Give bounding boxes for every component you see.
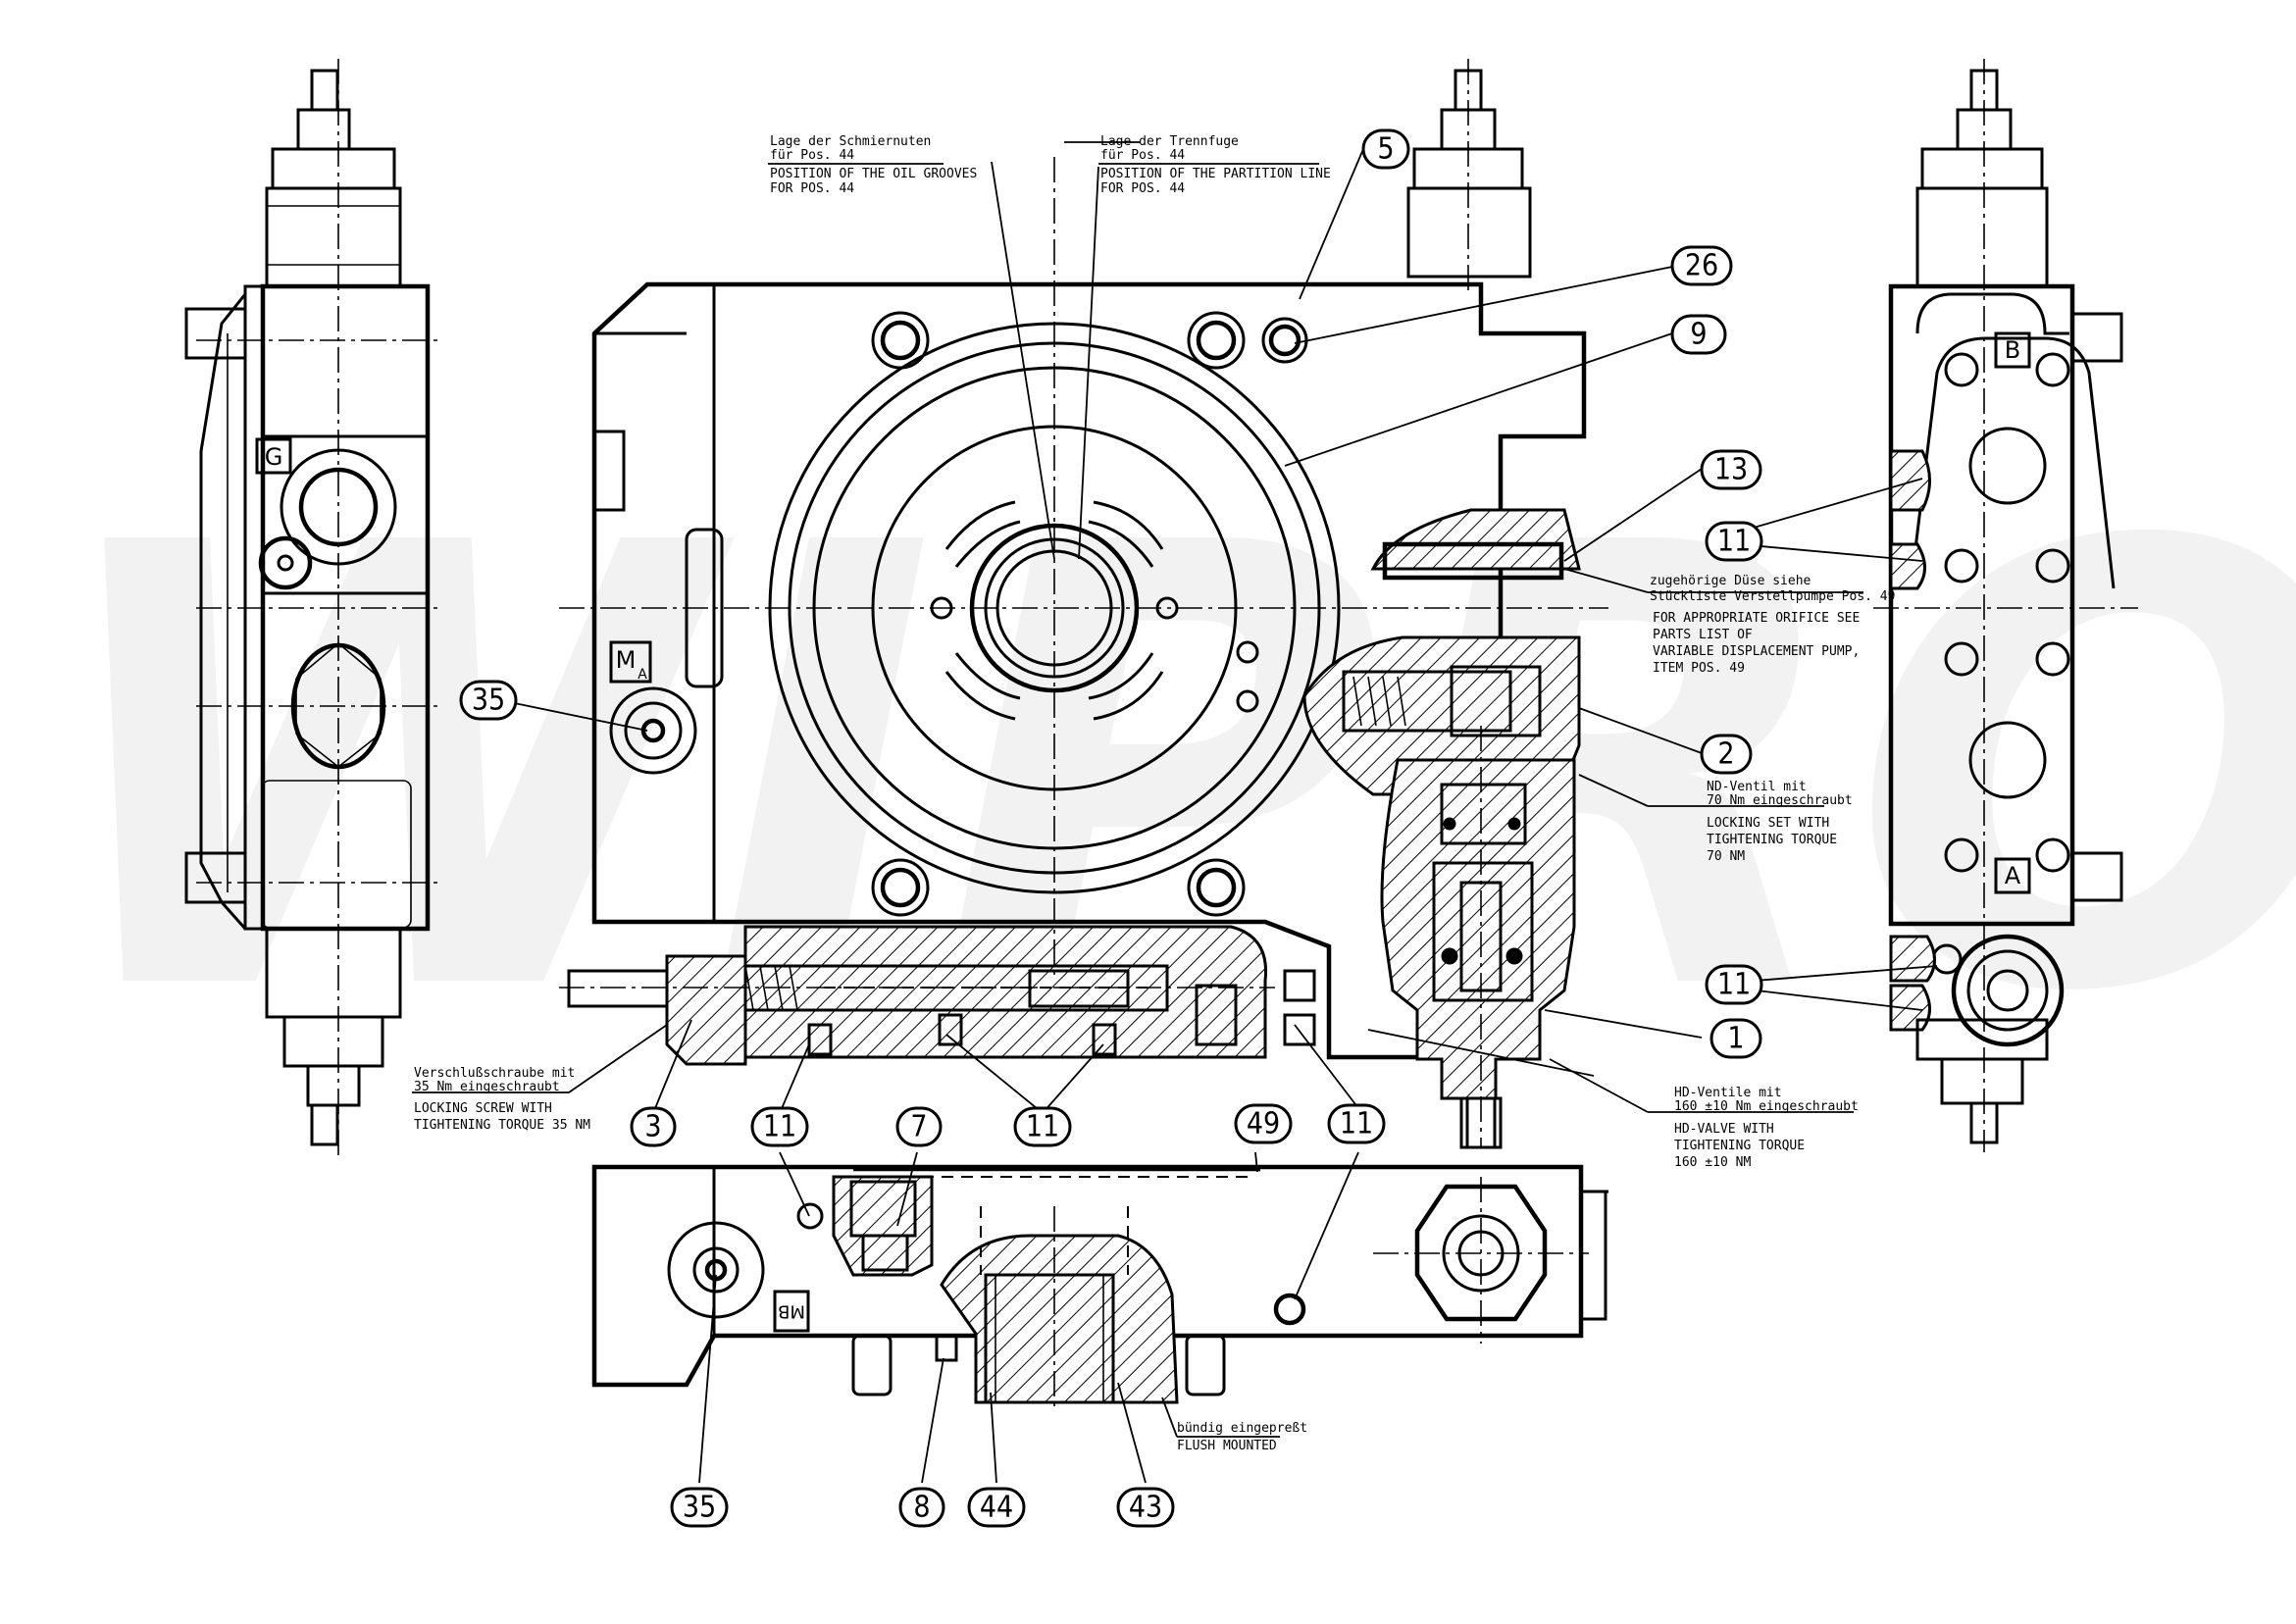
svg-text:Verschlußschraube mit: Verschlußschraube mit xyxy=(414,1066,575,1081)
svg-text:160 ±10 NM: 160 ±10 NM xyxy=(1674,1155,1751,1170)
balloon-43[interactable]: 43 xyxy=(1116,1487,1175,1528)
svg-text:PARTS LIST OF: PARTS LIST OF xyxy=(1653,628,1753,642)
front-view: M A xyxy=(559,59,1608,1149)
svg-text:70 Nm eingeschraubt: 70 Nm eingeschraubt xyxy=(1707,793,1853,808)
svg-text:5: 5 xyxy=(1377,132,1394,167)
svg-text:70 NM: 70 NM xyxy=(1707,849,1745,864)
balloon-35-top[interactable]: 35 xyxy=(459,680,518,721)
balloon-44[interactable]: 44 xyxy=(967,1487,1026,1528)
note-locking-screw: Verschlußschraube mit 35 Nm eingeschraub… xyxy=(414,1066,590,1133)
svg-text:POSITION OF THE OIL GROOVES: POSITION OF THE OIL GROOVES xyxy=(770,167,977,181)
balloons: 5 26 9 13 2 1 11 11 35 3 11 7 11 49 11 3… xyxy=(459,128,1763,1528)
svg-text:2: 2 xyxy=(1717,737,1734,772)
svg-text:zugehörige Düse siehe: zugehörige Düse siehe xyxy=(1650,574,1811,588)
port-label-ma: M xyxy=(616,646,637,674)
note-flush-mounted: bündig eingepreßt FLUSH MOUNTED xyxy=(1177,1421,1307,1453)
svg-text:Stückliste Verstellpumpe Pos.: Stückliste Verstellpumpe Pos. 49 xyxy=(1650,589,1895,604)
svg-text:11: 11 xyxy=(1026,1110,1059,1144)
note-hd-valve: HD-Ventile mit 160 ±10 Nm eingeschraubt … xyxy=(1674,1086,1859,1170)
port-label-b: B xyxy=(2005,336,2020,364)
svg-text:LOCKING SCREW WITH: LOCKING SCREW WITH xyxy=(414,1101,552,1116)
svg-text:35: 35 xyxy=(683,1491,716,1525)
port-label-g: G xyxy=(265,443,283,471)
svg-text:HD-Ventile mit: HD-Ventile mit xyxy=(1674,1086,1782,1100)
svg-text:11: 11 xyxy=(1717,525,1751,559)
left-side-view: G xyxy=(184,59,441,1157)
note-partition-line: Lage der Trennfuge für Pos. 44 POSITION … xyxy=(1098,134,1331,196)
balloon-11-right-top[interactable]: 11 xyxy=(1705,521,1763,562)
svg-text:35: 35 xyxy=(472,684,505,718)
note-nd-valve: ND-Ventil mit 70 Nm eingeschraubt LOCKIN… xyxy=(1707,780,1853,864)
svg-text:HD-VALVE WITH: HD-VALVE WITH xyxy=(1674,1122,1774,1137)
port-label-ma-sub: A xyxy=(638,667,647,683)
svg-text:bündig eingepreßt: bündig eingepreßt xyxy=(1177,1421,1307,1436)
balloon-8[interactable]: 8 xyxy=(898,1487,945,1528)
svg-text:11: 11 xyxy=(1717,968,1751,1002)
svg-text:ITEM POS. 49: ITEM POS. 49 xyxy=(1653,661,1745,676)
svg-text:160 ±10 Nm eingeschraubt: 160 ±10 Nm eingeschraubt xyxy=(1674,1099,1859,1114)
balloon-49[interactable]: 49 xyxy=(1234,1103,1293,1144)
svg-text:13: 13 xyxy=(1714,453,1748,487)
svg-text:für Pos. 44: für Pos. 44 xyxy=(1100,148,1185,163)
balloon-11-c[interactable]: 11 xyxy=(1327,1103,1386,1144)
svg-text:43: 43 xyxy=(1129,1491,1162,1525)
svg-text:Lage der Schmiernuten: Lage der Schmiernuten xyxy=(770,134,931,149)
svg-text:FOR APPROPRIATE ORIFICE SEE: FOR APPROPRIATE ORIFICE SEE xyxy=(1653,611,1860,626)
port-label-a: A xyxy=(2005,862,2021,889)
bottom-view: MB xyxy=(591,1164,1608,1412)
svg-text:26: 26 xyxy=(1685,249,1718,283)
svg-text:LOCKING SET WITH: LOCKING SET WITH xyxy=(1707,816,1829,831)
svg-text:11: 11 xyxy=(1340,1107,1373,1142)
svg-text:FOR POS. 44: FOR POS. 44 xyxy=(1100,181,1185,196)
svg-text:ND-Ventil mit: ND-Ventil mit xyxy=(1707,780,1807,794)
svg-text:1: 1 xyxy=(1727,1022,1744,1056)
svg-text:8: 8 xyxy=(913,1491,930,1525)
svg-text:49: 49 xyxy=(1247,1107,1280,1142)
balloon-26[interactable]: 26 xyxy=(1670,245,1733,286)
note-oil-grooves: Lage der Schmiernuten für Pos. 44 POSITI… xyxy=(768,134,977,196)
balloon-5[interactable]: 5 xyxy=(1361,128,1410,170)
balloon-11-b[interactable]: 11 xyxy=(1013,1106,1072,1147)
balloon-2[interactable]: 2 xyxy=(1700,734,1753,775)
balloon-13[interactable]: 13 xyxy=(1700,449,1762,490)
balloon-9[interactable]: 9 xyxy=(1670,314,1727,355)
svg-text:9: 9 xyxy=(1690,318,1707,352)
svg-text:11: 11 xyxy=(763,1110,796,1144)
balloon-11-right-bottom[interactable]: 11 xyxy=(1705,964,1763,1005)
notes: Lage der Schmiernuten für Pos. 44 POSITI… xyxy=(414,134,1895,1453)
svg-text:44: 44 xyxy=(980,1491,1013,1525)
svg-text:TIGHTENING TORQUE: TIGHTENING TORQUE xyxy=(1707,833,1837,847)
svg-text:VARIABLE DISPLACEMENT PUMP,: VARIABLE DISPLACEMENT PUMP, xyxy=(1653,644,1860,659)
svg-text:FLUSH MOUNTED: FLUSH MOUNTED xyxy=(1177,1439,1277,1453)
svg-text:3: 3 xyxy=(644,1110,661,1144)
svg-text:Lage der Trennfuge: Lage der Trennfuge xyxy=(1100,134,1239,149)
svg-text:für Pos. 44: für Pos. 44 xyxy=(770,148,854,163)
svg-text:POSITION OF THE PARTITION LINE: POSITION OF THE PARTITION LINE xyxy=(1100,167,1331,181)
svg-text:FOR POS. 44: FOR POS. 44 xyxy=(770,181,854,196)
svg-text:7: 7 xyxy=(910,1110,927,1144)
svg-text:35 Nm eingeschraubt: 35 Nm eingeschraubt xyxy=(414,1080,560,1094)
port-label-mb: MB xyxy=(778,1301,805,1322)
balloon-7[interactable]: 7 xyxy=(895,1106,943,1147)
balloon-35-bottom[interactable]: 35 xyxy=(670,1487,729,1528)
note-orifice: zugehörige Düse siehe Stückliste Verstel… xyxy=(1650,574,1895,676)
svg-text:TIGHTENING TORQUE: TIGHTENING TORQUE xyxy=(1674,1139,1805,1153)
svg-text:TIGHTENING TORQUE 35 NM: TIGHTENING TORQUE 35 NM xyxy=(414,1118,590,1133)
balloon-1[interactable]: 1 xyxy=(1709,1018,1762,1059)
balloon-3[interactable]: 3 xyxy=(630,1106,677,1147)
leader-lines xyxy=(412,141,1938,1484)
balloon-11-a[interactable]: 11 xyxy=(750,1106,809,1147)
